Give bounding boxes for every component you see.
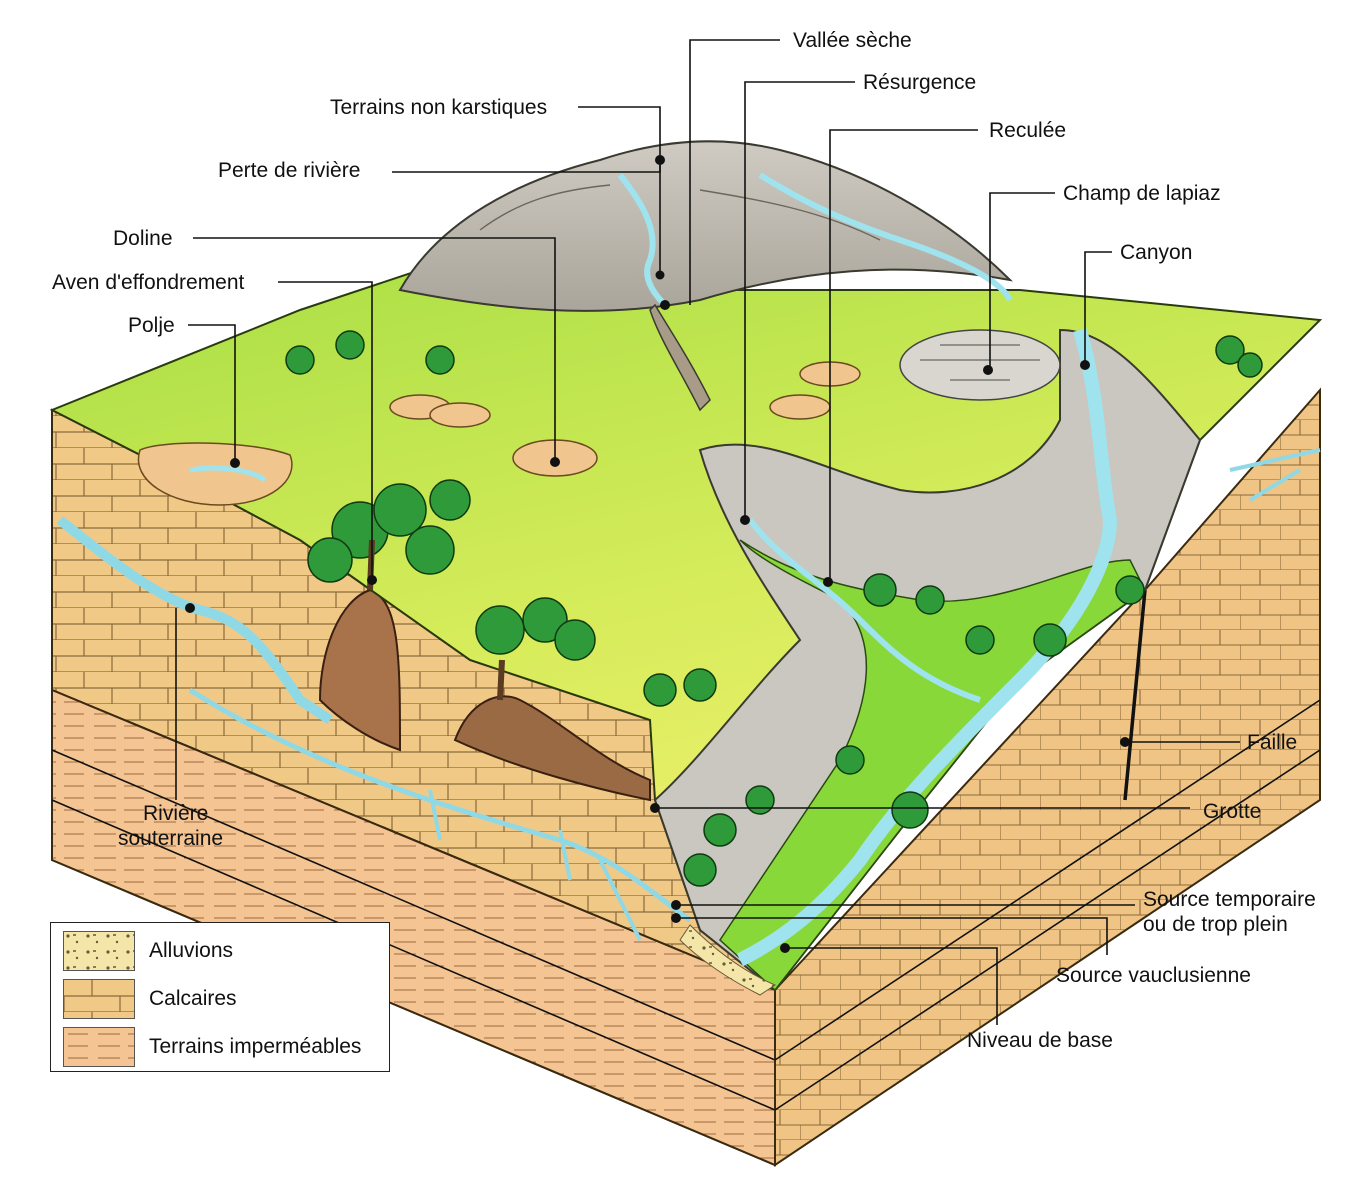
label-canyon: Canyon [1120,241,1192,264]
river-sink-gully [649,303,711,412]
legend-label-terrains-impermeables: Terrains imperméables [149,1035,362,1058]
legend-item-calcaires: Calcaires [63,979,237,1019]
label-polje: Polje [128,314,175,337]
label-perte-de-riviere: Perte de rivière [218,159,360,182]
legend-label-alluvions: Alluvions [149,939,234,962]
label-aven-effondrement: Aven d'effondrement [52,271,245,294]
label-grotte: Grotte [1203,800,1261,823]
limestone-swatch [63,979,135,1019]
tree-clusters [285,330,1263,887]
surface-stream [617,172,1013,308]
diagram-labels: Vallée sèche Résurgence Terrains non kar… [52,29,1316,1052]
label-doline: Doline [113,227,173,250]
label-source-vauclusienne: Source vauclusienne [1056,964,1251,987]
label-riviere-souterraine-line1: Rivière [143,802,208,825]
fault-line [1123,589,1147,801]
label-terrains-non-karstiques: Terrains non karstiques [330,96,547,119]
leader-lines [175,39,1240,1025]
non-karstic-mountain [398,140,1013,312]
lapiaz-field [899,329,1061,401]
front-right-face-limestone [774,387,1321,1167]
grotte-cave [453,695,651,802]
legend: Alluvions Calcaires Terrains imperméable… [50,922,390,1072]
legend-item-terrains-impermeables: Terrains imperméables [63,1027,361,1067]
label-vallee-seche: Vallée sèche [793,29,912,52]
legend-label-calcaires: Calcaires [149,987,237,1010]
label-source-temporaire-line1: Source temporaire [1143,888,1316,911]
alluvium-swatch [63,931,135,971]
underground-river [56,516,333,725]
alluvium-deposit [679,924,777,996]
label-riviere-souterraine-line2: souterraine [118,827,223,850]
legend-item-alluvions: Alluvions [63,931,233,971]
label-resurgence: Résurgence [863,71,976,94]
aven-cave [318,588,402,752]
label-niveau-de-base: Niveau de base [967,1029,1113,1052]
label-faille: Faille [1247,731,1297,754]
label-champ-de-lapiaz: Champ de lapiaz [1063,182,1221,205]
canyon-river [736,328,1118,967]
polje-basin [137,442,293,506]
label-source-temporaire-line2: ou de trop plein [1143,913,1288,936]
impermeable-swatch [63,1027,135,1067]
label-reculee: Reculée [989,119,1066,142]
